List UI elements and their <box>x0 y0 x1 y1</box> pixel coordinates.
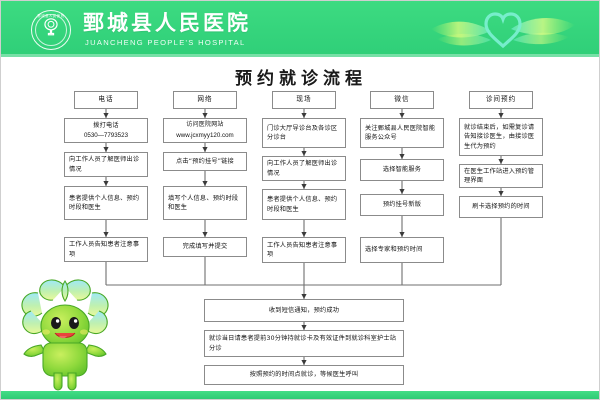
hospital-logo-icon: 鄄城县人民医院 <box>31 10 71 50</box>
step-onsite-1: 门诊大厅导诊台及各诊区分诊台 <box>262 118 346 148</box>
hospital-mascot-icon <box>21 279 109 391</box>
logo-arc-text: 鄄城县人民医院 <box>37 14 65 18</box>
step-onsite-4: 工作人员告知患者注意事项 <box>262 237 346 263</box>
step-onsite-2: 向工作人员了解医师出诊情况 <box>262 156 346 181</box>
merged-step-1: 收到短信通知，预约成功 <box>204 299 404 322</box>
hospital-name: 鄄城县人民医院 <box>83 11 251 35</box>
flowchart: 电话 网络 现场 微信 诊间预约 拨打电话 0530—7793523 向工作人员… <box>1 89 599 395</box>
flowchart-connectors <box>103 109 504 365</box>
step-wechat-4: 选择专家和预约时间 <box>360 237 444 263</box>
step-wechat-1: 关注鄄城县人民医院智能服务公众号 <box>360 118 444 148</box>
column-header-wechat: 微信 <box>370 91 434 109</box>
step-phone-4: 工作人员告知患者注意事项 <box>64 237 148 262</box>
step-wechat-3: 预约挂号新版 <box>360 194 444 216</box>
page-header: 鄄城县人民医院 鄄城县人民医院 JUANCHENG PEOPLE'S HOSPI… <box>1 1 599 57</box>
step-internet-1: 访问医院网站 www.jcxmyy120.com <box>163 118 247 143</box>
column-header-onsite: 现场 <box>272 91 336 109</box>
step-wechat-2: 选择智能服务 <box>360 159 444 181</box>
column-header-inclinic: 诊间预约 <box>469 91 533 109</box>
step-onsite-3: 患者提供个人信息、预约时段和医生 <box>262 189 346 220</box>
column-header-phone: 电话 <box>74 91 138 109</box>
column-header-internet: 网络 <box>173 91 237 109</box>
hospital-name-en: JUANCHENG PEOPLE'S HOSPITAL <box>85 38 246 47</box>
step-phone-1: 拨打电话 0530—7793523 <box>64 118 148 143</box>
step-internet-3: 填写个人信息、预约时段和医生 <box>163 186 247 220</box>
step-internet-2: 点击“预约挂号”链接 <box>163 152 247 171</box>
step-phone-2: 向工作人员了解医师出诊情况 <box>64 152 148 177</box>
footer-strip <box>1 391 599 399</box>
merged-step-2: 就诊当日请患者提前30分钟持就诊卡及有效证件到就诊科室护士站分诊 <box>204 330 404 357</box>
merged-step-3: 按照预约的时间点就诊，等候医生呼叫 <box>204 365 404 385</box>
logo-tree-icon <box>44 18 58 36</box>
logo-inner-ring <box>35 14 67 46</box>
step-phone-3: 患者提供个人信息、预约时段和医生 <box>64 186 148 220</box>
step-inclinic-3: 刷卡选择预约的时间 <box>459 196 543 218</box>
step-inclinic-1: 就诊结束后，如需复诊请告知接诊医生，由接诊医生代为预约 <box>459 118 543 156</box>
step-internet-4: 完成填写并提交 <box>163 237 247 257</box>
page-title: 预约就诊流程 <box>235 69 367 89</box>
heart-ribbon-icon <box>431 12 575 49</box>
step-inclinic-2: 在医生工作站进入预约管理界面 <box>459 164 543 188</box>
